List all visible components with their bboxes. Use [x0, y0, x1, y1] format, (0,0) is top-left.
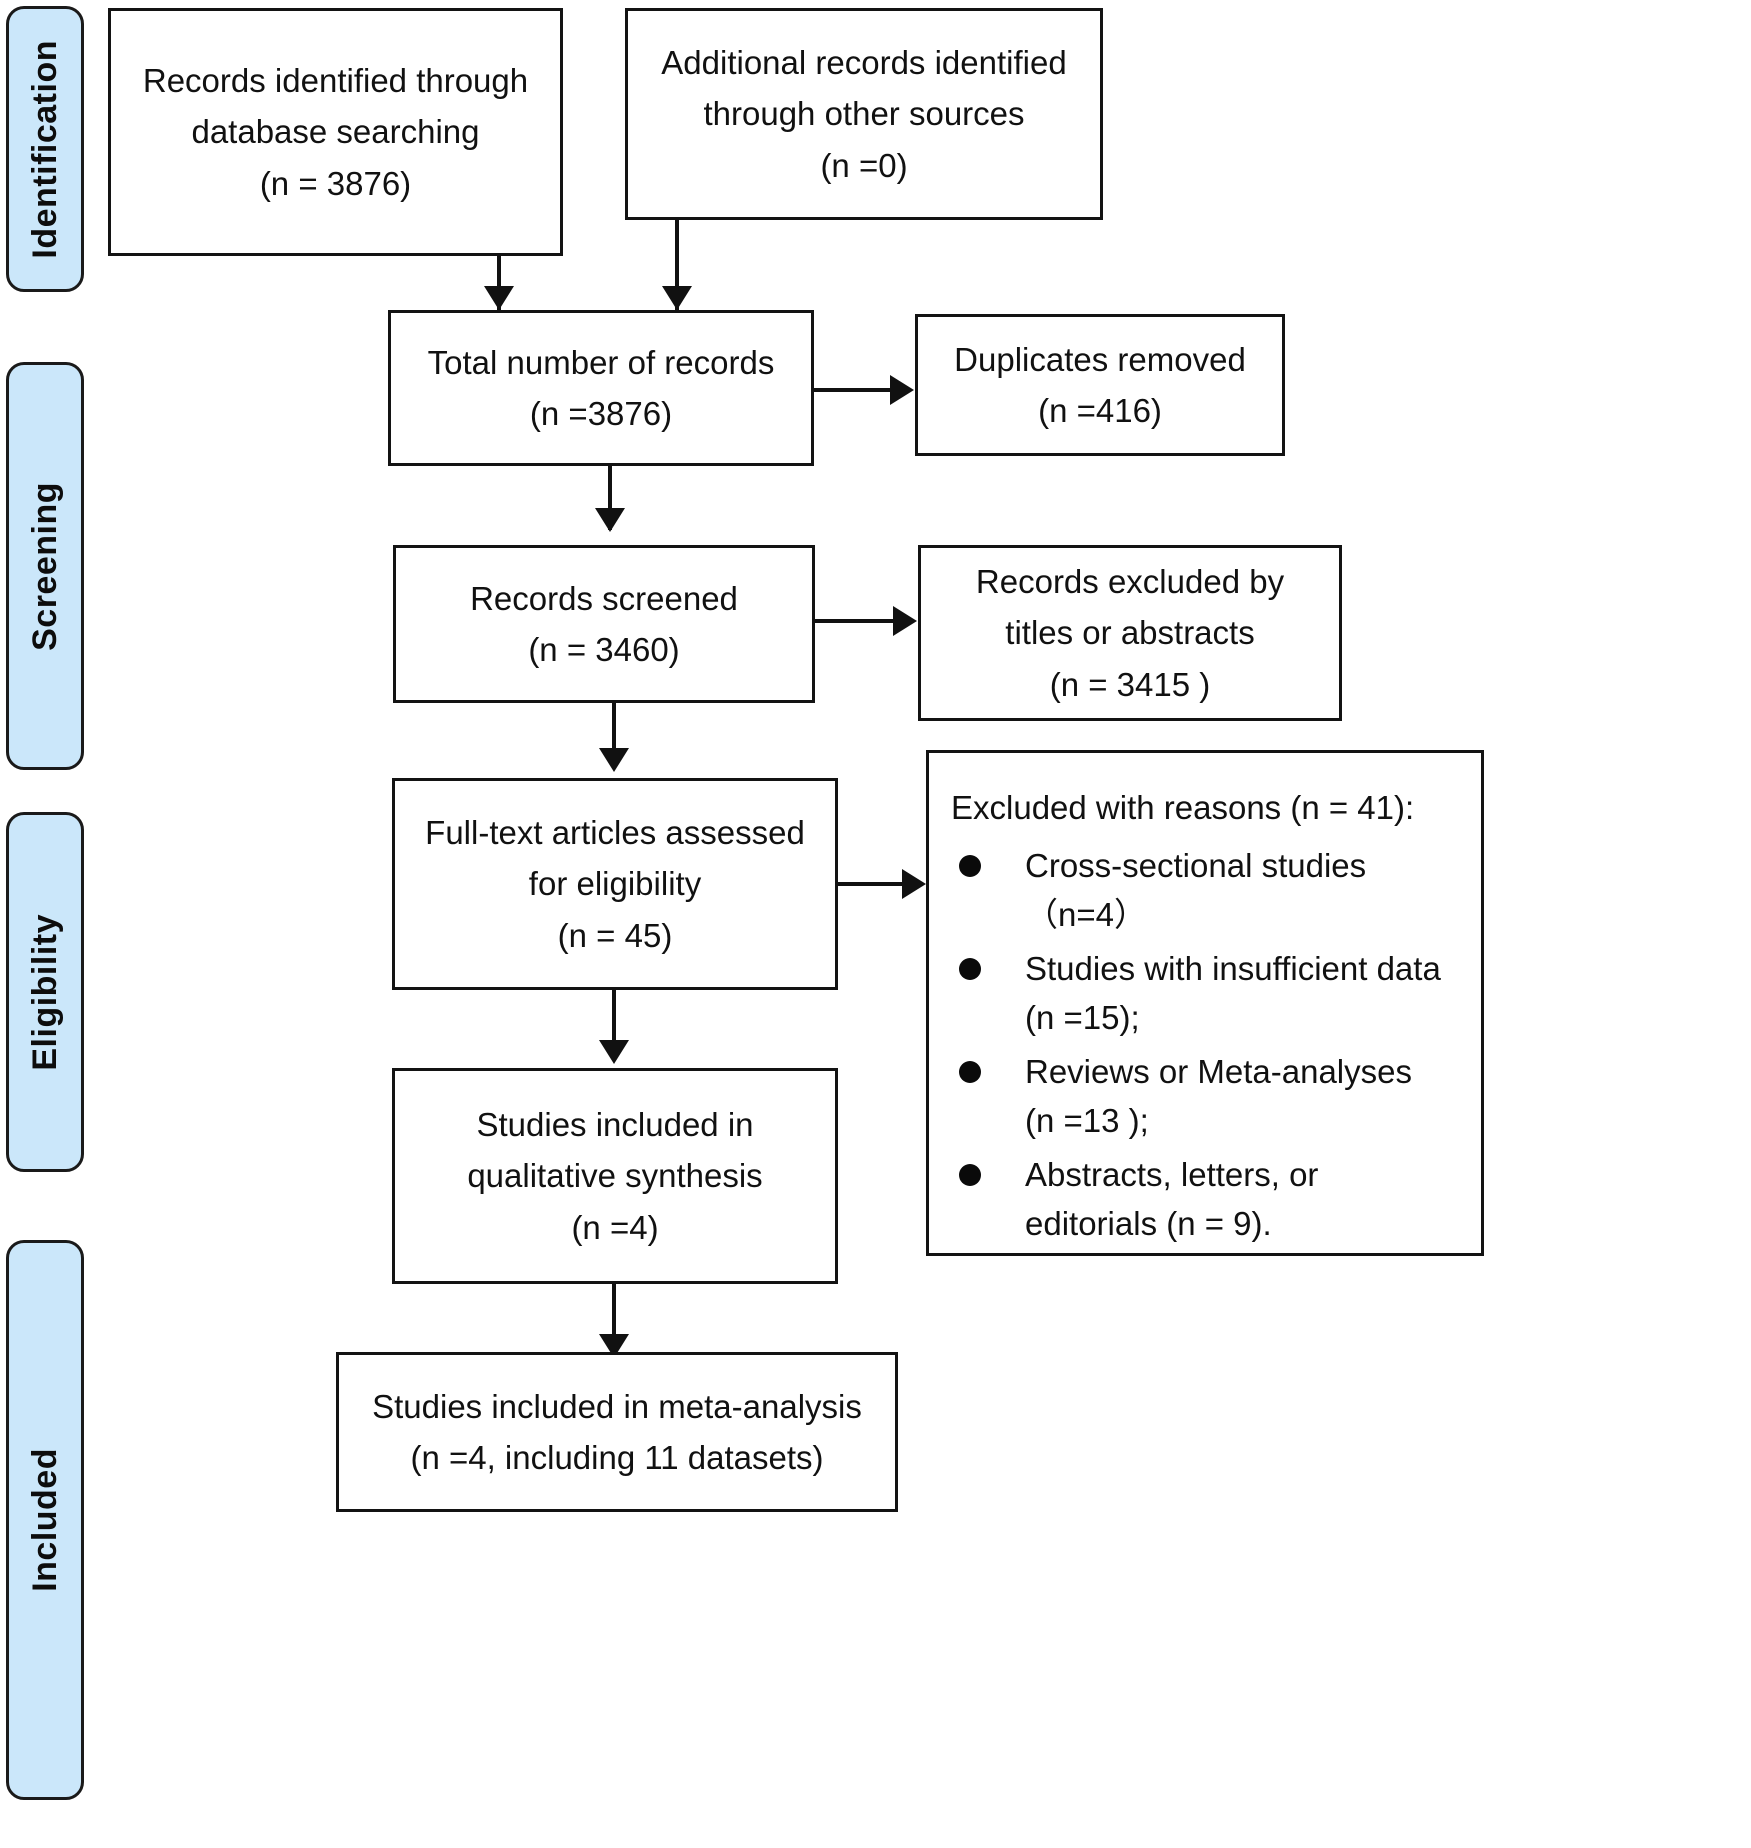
reason-text: Abstracts, letters, or editorials (n = 9… — [1025, 1155, 1319, 1243]
arrowhead-qualitative — [599, 1040, 629, 1064]
box-total-number-of-records: Total number of records (n =3876) — [388, 310, 814, 466]
connector-screened-to-fulltext — [612, 703, 616, 767]
bullet-icon — [959, 854, 981, 877]
stage-pill-screening: Screening — [6, 362, 84, 770]
stage-label-included: Included — [25, 1448, 64, 1592]
stage-pill-included: Included — [6, 1240, 84, 1800]
bullet-icon — [959, 1060, 981, 1083]
arrowhead-duplicates — [890, 375, 914, 405]
arrowhead-db-search — [484, 286, 514, 310]
box-records-identified-database: Records identified through database sear… — [108, 8, 563, 256]
arrowhead-records-excluded — [893, 606, 917, 636]
reason-text: Studies with insufficient data (n =15); — [1025, 949, 1441, 1037]
excluded-reasons-title: Excluded with reasons (n = 41): — [951, 789, 1415, 826]
box-fulltext-assessed: Full-text articles assessed for eligibil… — [392, 778, 838, 990]
connector-total-to-screened — [608, 466, 612, 530]
reason-text: Cross-sectional studies（n=4） — [1025, 846, 1367, 934]
connector-fulltext-to-qualitative — [612, 990, 616, 1058]
stage-label-identification: Identification — [25, 39, 64, 259]
box-excluded-with-reasons: Excluded with reasons (n = 41): Cross-se… — [926, 750, 1484, 1256]
connector-other-sources-down — [675, 220, 679, 312]
box-qualitative-synthesis: Studies included in qualitative synthesi… — [392, 1068, 838, 1284]
arrowhead-excluded-reasons — [902, 869, 926, 899]
reason-item-reviews-meta-analyses: Reviews or Meta-analyses (n =13 ); — [951, 1047, 1463, 1146]
connector-db-search-down — [497, 256, 501, 312]
reason-item-cross-sectional: Cross-sectional studies（n=4） — [951, 841, 1463, 940]
stage-pill-identification: Identification — [6, 6, 84, 292]
stage-label-eligibility: Eligibility — [25, 913, 64, 1071]
box-additional-records-other-sources: Additional records identified through ot… — [625, 8, 1103, 220]
stage-label-screening: Screening — [25, 481, 64, 651]
reason-item-insufficient-data: Studies with insufficient data (n =15); — [951, 944, 1463, 1043]
stage-pill-eligibility: Eligibility — [6, 812, 84, 1172]
arrowhead-other-sources — [662, 286, 692, 310]
reason-item-abstracts-letters-editorials: Abstracts, letters, or editorials (n = 9… — [951, 1150, 1463, 1249]
connector-screened-to-excluded — [815, 619, 895, 623]
connector-total-to-duplicates — [814, 388, 892, 392]
bullet-icon — [959, 1163, 981, 1186]
box-duplicates-removed: Duplicates removed (n =416) — [915, 314, 1285, 456]
arrowhead-records-screened — [595, 508, 625, 532]
bullet-icon — [959, 957, 981, 980]
box-records-screened: Records screened (n = 3460) — [393, 545, 815, 703]
reason-text: Reviews or Meta-analyses (n =13 ); — [1025, 1052, 1412, 1140]
connector-fulltext-to-reasons — [838, 882, 904, 886]
connector-qualitative-to-meta — [612, 1284, 616, 1352]
arrowhead-fulltext — [599, 748, 629, 772]
box-records-excluded: Records excluded by titles or abstracts … — [918, 545, 1342, 721]
box-meta-analysis: Studies included in meta-analysis (n =4,… — [336, 1352, 898, 1512]
